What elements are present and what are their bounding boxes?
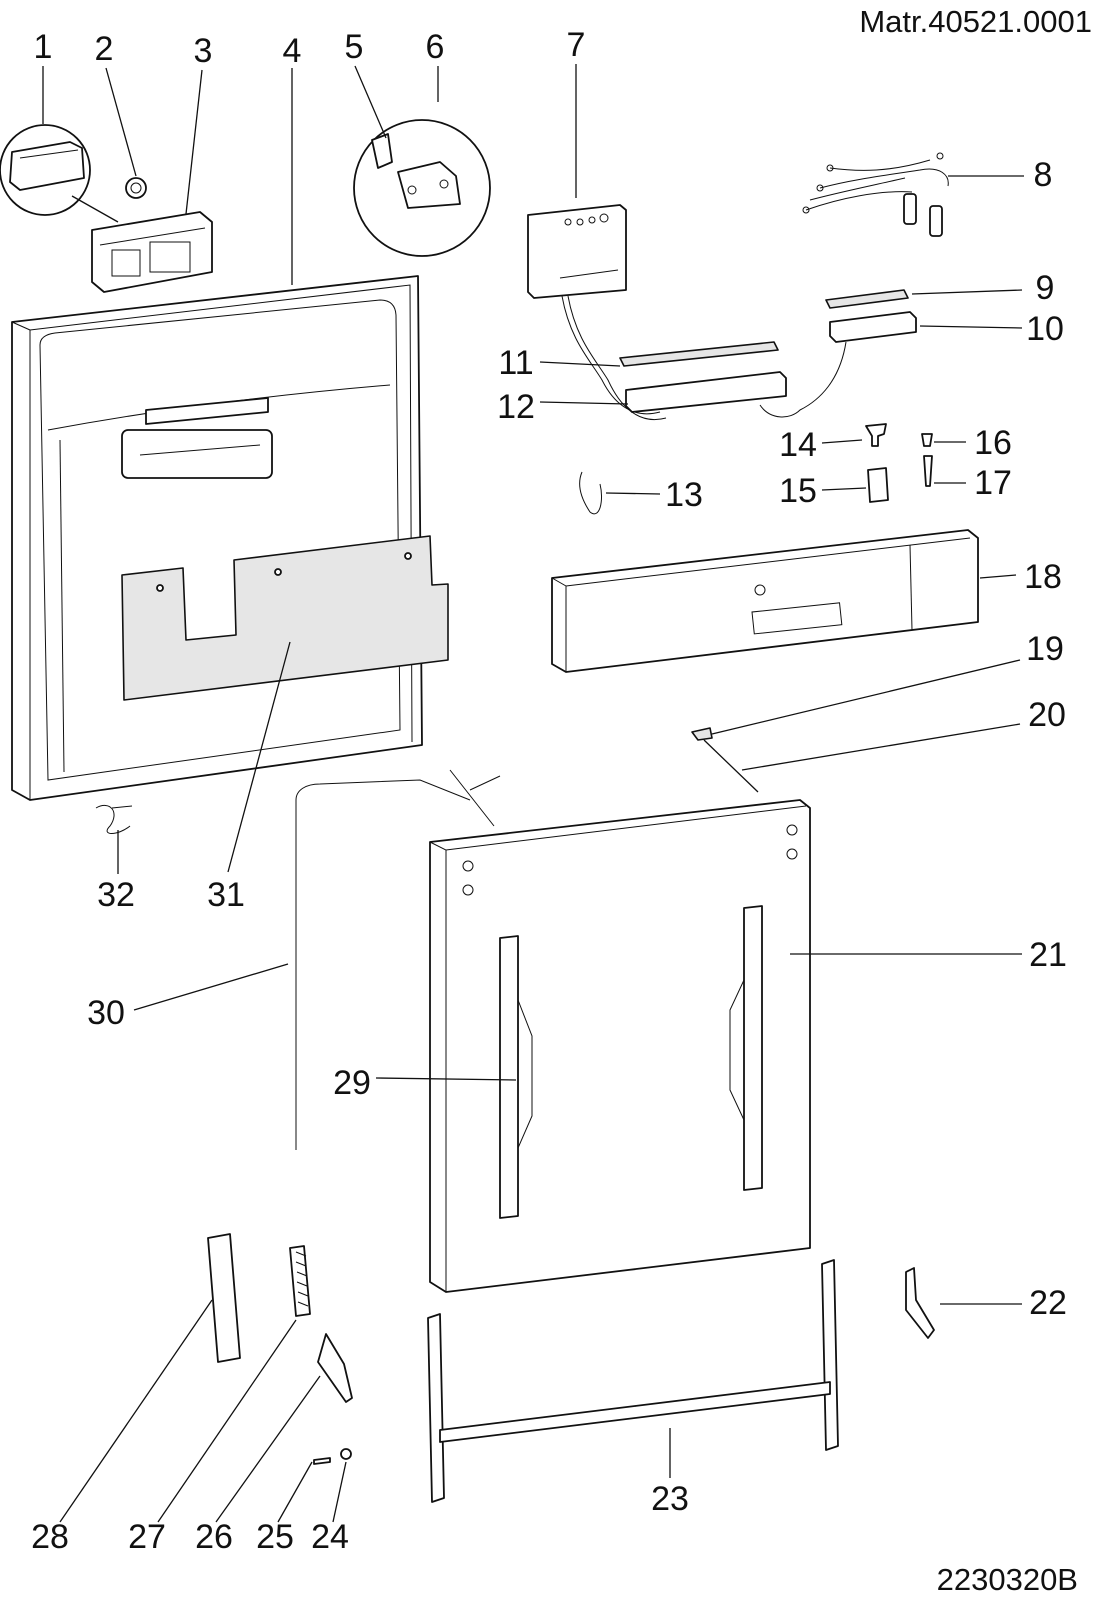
door-cable: [295, 779, 471, 1150]
handle-cover: [207, 1233, 241, 1363]
label-16: 16: [974, 424, 1012, 462]
switch: [867, 467, 889, 503]
ribbon-cable: [579, 471, 603, 515]
label-27: 27: [128, 1518, 166, 1556]
label-32: 32: [97, 876, 135, 914]
label-26: 26: [195, 1518, 233, 1556]
long-display-cover: [619, 341, 779, 367]
label-28: 28: [31, 1518, 69, 1556]
wiring-harness: [802, 152, 949, 237]
label-19: 19: [1026, 630, 1064, 668]
leader-lines: [42, 64, 1024, 1523]
spring: [289, 1245, 311, 1317]
label-10: 10: [1026, 310, 1064, 348]
label-11: 11: [498, 344, 533, 382]
small-display-cover: [825, 289, 909, 309]
push-button: [865, 423, 887, 447]
label-30: 30: [87, 994, 125, 1032]
label-13: 13: [665, 476, 703, 514]
rod-cap: [691, 727, 713, 741]
long-display-board: [625, 371, 787, 413]
label-1: 1: [34, 28, 53, 66]
label-5: 5: [345, 28, 364, 66]
indicator-cap: [921, 433, 933, 447]
door-lock-detail: [353, 119, 491, 257]
label-8: 8: [1034, 156, 1053, 194]
label-22: 22: [1029, 1284, 1067, 1322]
label-20: 20: [1028, 696, 1066, 734]
control-panel: [551, 529, 979, 673]
callout-labels: 1 2 3 4 5 6 7 8 9 10 11 12 13 14 15 16 1…: [31, 26, 1067, 1556]
label-4: 4: [283, 32, 302, 70]
label-7: 7: [567, 26, 586, 64]
label-29: 29: [333, 1064, 371, 1102]
outer-door-panel: [429, 799, 811, 1293]
label-14: 14: [779, 426, 817, 464]
hinge-lever: [317, 1333, 353, 1403]
dispenser-detail: [0, 124, 213, 293]
label-6: 6: [426, 28, 445, 66]
inner-door-panel: [11, 275, 423, 801]
clip: [95, 804, 133, 834]
label-25: 25: [256, 1518, 294, 1556]
label-3: 3: [194, 32, 213, 70]
label-12: 12: [497, 388, 535, 426]
label-21: 21: [1029, 936, 1067, 974]
label-24: 24: [311, 1518, 349, 1556]
label-18: 18: [1024, 558, 1062, 596]
hinge-frame: [427, 1259, 839, 1503]
label-23: 23: [651, 1480, 689, 1518]
nut: [340, 1448, 352, 1460]
label-2: 2: [95, 30, 114, 68]
label-31: 31: [207, 876, 245, 914]
indicator-lamp: [923, 455, 933, 487]
small-display-board: [829, 311, 917, 343]
label-9: 9: [1036, 269, 1055, 307]
material-number: Matr.40521.0001: [859, 4, 1092, 39]
screw: [313, 1457, 331, 1465]
insulation-pad: [121, 535, 449, 701]
hinge-small: [905, 1267, 935, 1339]
label-17: 17: [974, 464, 1012, 502]
drawing-code: 2230320B: [937, 1562, 1078, 1597]
rod: [703, 739, 759, 793]
label-15: 15: [779, 472, 817, 510]
